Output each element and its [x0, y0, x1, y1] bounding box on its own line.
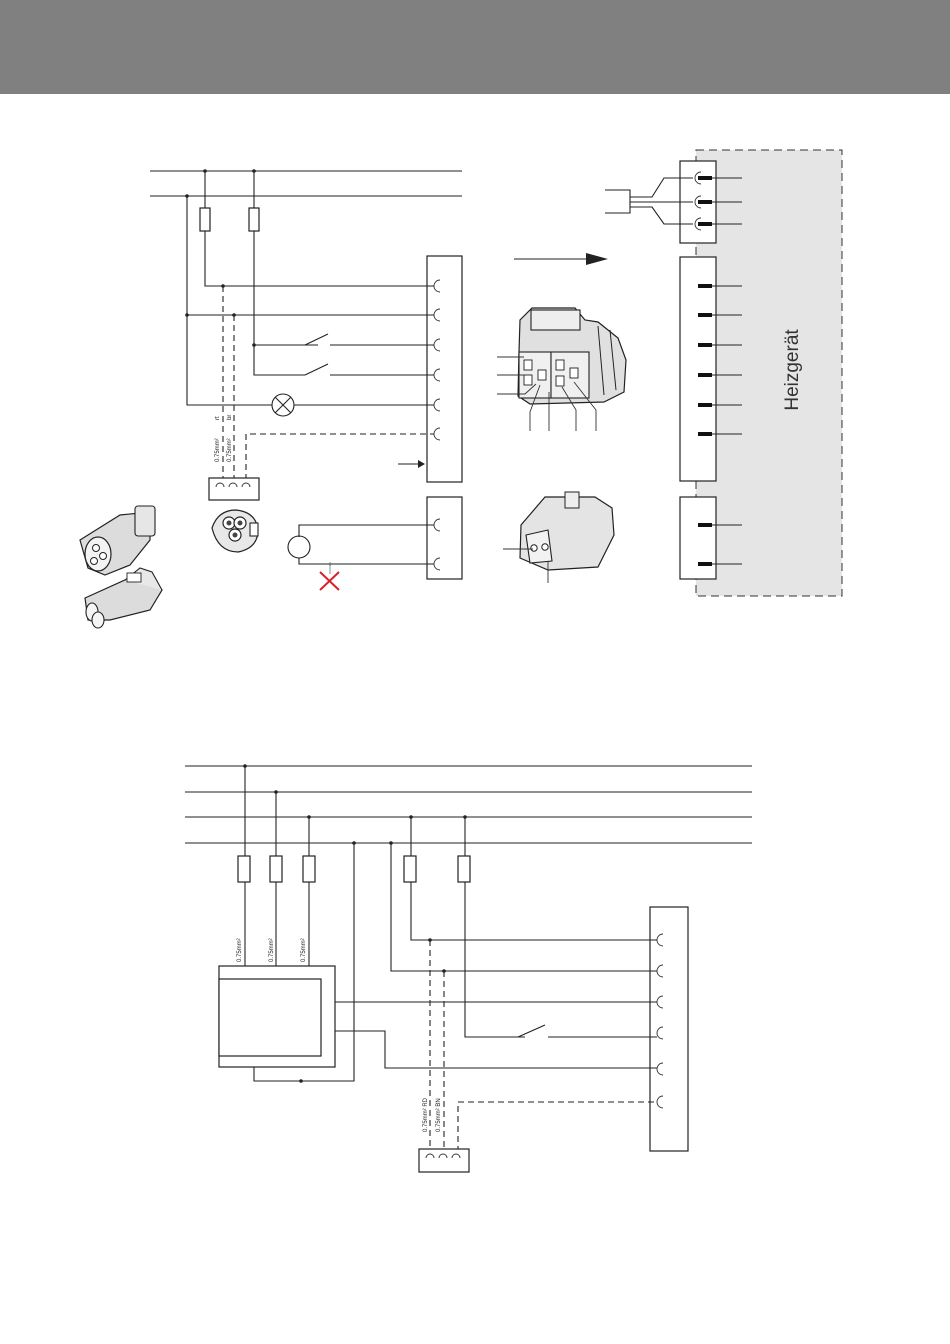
bottom-fuse-5 — [458, 856, 470, 882]
bottom-wiring-diagram: 0.75mm² 0.75mm² 0.75mm² 0. — [185, 764, 752, 1172]
six-pin-connector-illustration — [497, 308, 626, 431]
bottom-wire-label-1: 0.75mm² — [237, 938, 243, 962]
fuse-2 — [249, 208, 259, 231]
diagnosis-plug — [209, 478, 259, 500]
bottom-wire-label-2: 0.75mm² — [269, 938, 275, 962]
connector-block-sensor — [427, 497, 462, 579]
bottom-wire-label-rd: 0.75mm² RD — [423, 1097, 429, 1132]
heater-label: Heizgerät — [782, 329, 803, 411]
switch-1 — [305, 334, 328, 345]
bottom-wire-label-bn: 0.75mm² BN — [436, 1098, 442, 1132]
heater-panel — [696, 150, 842, 596]
wire-label-br-gauge: 0.75mm² — [227, 438, 233, 462]
plug-illustration-lower — [85, 568, 162, 628]
plug-illustration-upper — [80, 506, 155, 575]
bottom-connector-block — [650, 907, 688, 1151]
diagnosis-connector-illustration — [212, 510, 258, 552]
bottom-diagnosis-plug — [419, 1149, 469, 1172]
switch-2 — [305, 364, 328, 375]
fuse-1 — [200, 208, 210, 231]
temperature-sensor — [288, 536, 310, 558]
top-wiring-diagram: rt br 0.75mm² 0.75mm² — [80, 150, 842, 628]
wire-label-rt: rt — [215, 416, 221, 420]
bottom-switch — [518, 1025, 545, 1037]
heater-plug-main — [680, 257, 716, 481]
bottom-fuse-1 — [238, 856, 250, 882]
wire-label-rt-gauge: 0.75mm² — [215, 438, 221, 462]
bottom-fuse-2 — [270, 856, 282, 882]
wire-label-br: br — [227, 415, 233, 420]
bottom-fuse-3 — [303, 856, 315, 882]
control-unit-inner — [219, 979, 321, 1056]
two-pin-connector-illustration — [503, 492, 614, 583]
bottom-wire-label-3: 0.75mm² — [301, 938, 307, 962]
fault-marker — [320, 572, 339, 590]
heater-plug-sensor — [680, 497, 716, 579]
connector-block-main — [427, 256, 462, 482]
bottom-fuse-4 — [404, 856, 416, 882]
